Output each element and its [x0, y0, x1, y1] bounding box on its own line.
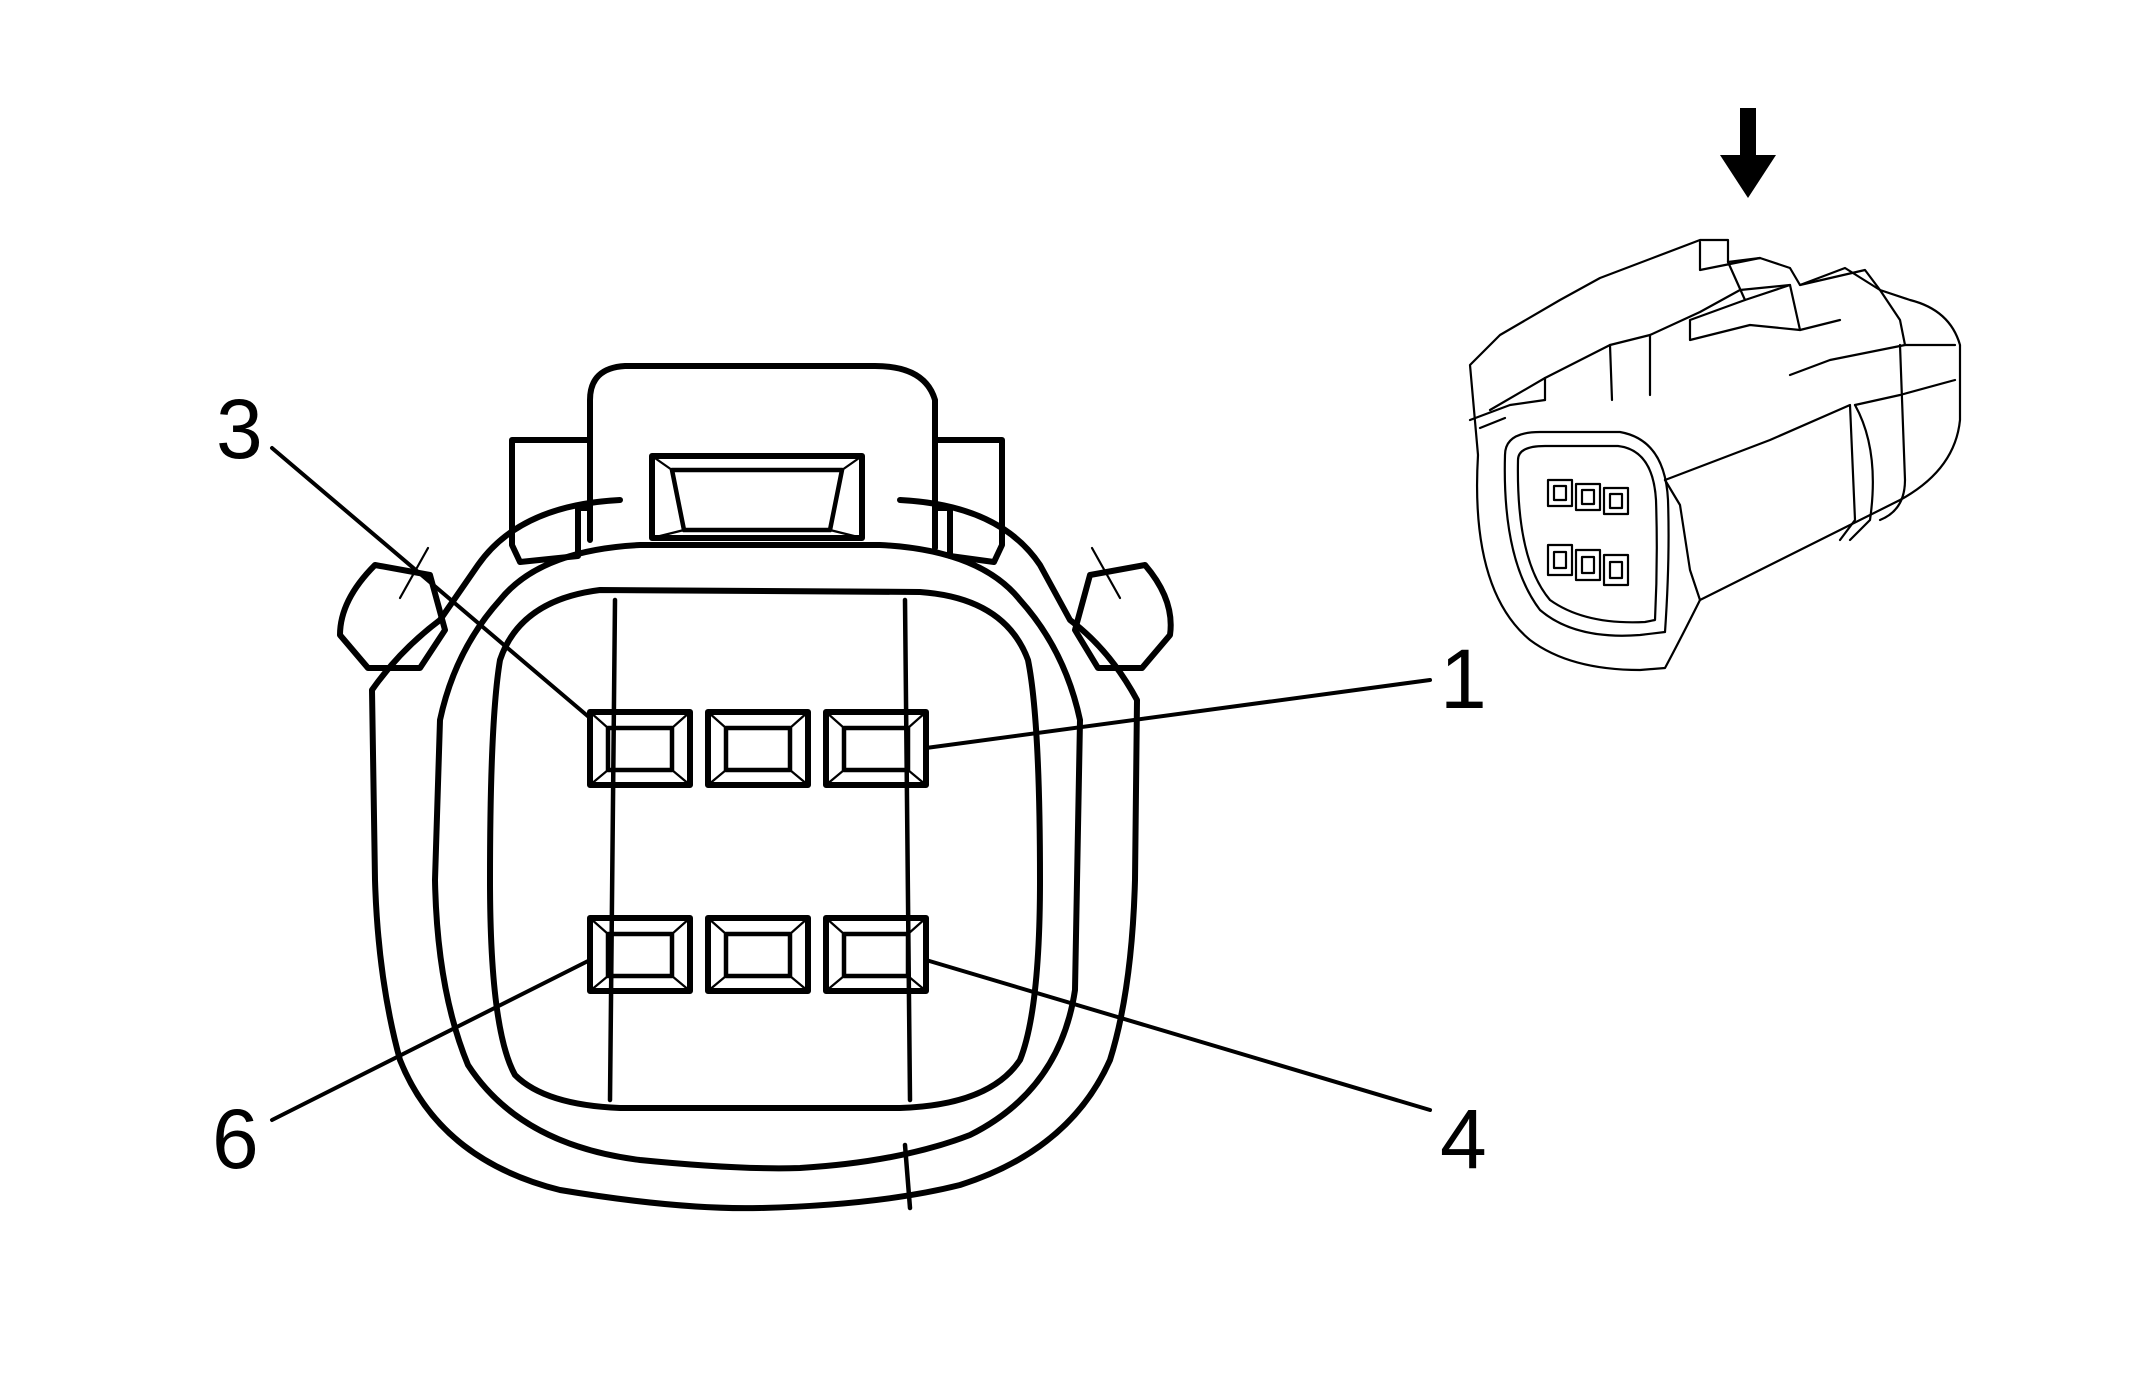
iso-terminal-row-bottom — [1546, 543, 1630, 587]
connector-shroud-outer — [369, 497, 1140, 1212]
connector-face-view: 3 1 6 4 — [212, 363, 1487, 1212]
pin-label-6: 6 — [212, 1092, 259, 1186]
latch-window-outer — [649, 453, 865, 541]
down-arrow-icon — [1720, 108, 1776, 198]
terminal-5 — [705, 915, 811, 994]
terminal-2 — [705, 709, 811, 788]
leader-pin-3 — [270, 446, 592, 720]
connector-cavity — [487, 587, 1043, 1111]
side-ear-right — [1072, 562, 1174, 671]
pin-label-1: 1 — [1440, 632, 1487, 726]
leader-pin-6 — [270, 958, 592, 1122]
terminal-6 — [587, 915, 693, 994]
terminal-row-top — [587, 709, 929, 788]
leader-pin-1 — [924, 678, 1432, 750]
terminal-row-bottom — [587, 915, 929, 994]
terminal-4 — [823, 915, 929, 994]
connector-shroud-middle — [432, 542, 1083, 1172]
leader-pin-4 — [924, 958, 1432, 1112]
side-ear-left — [337, 562, 448, 671]
pin-label-3: 3 — [216, 382, 263, 476]
terminal-3 — [587, 709, 693, 788]
locking-tab — [587, 363, 938, 551]
iso-terminal-row-top — [1546, 478, 1630, 516]
latch-window-inner — [669, 467, 845, 533]
tab-lug-right — [932, 437, 1005, 565]
tab-lug-left — [509, 437, 593, 565]
connector-isometric-view — [1468, 108, 1962, 672]
pin-label-4: 4 — [1440, 1092, 1487, 1186]
iso-face — [1503, 430, 1670, 637]
terminal-1 — [823, 709, 929, 788]
